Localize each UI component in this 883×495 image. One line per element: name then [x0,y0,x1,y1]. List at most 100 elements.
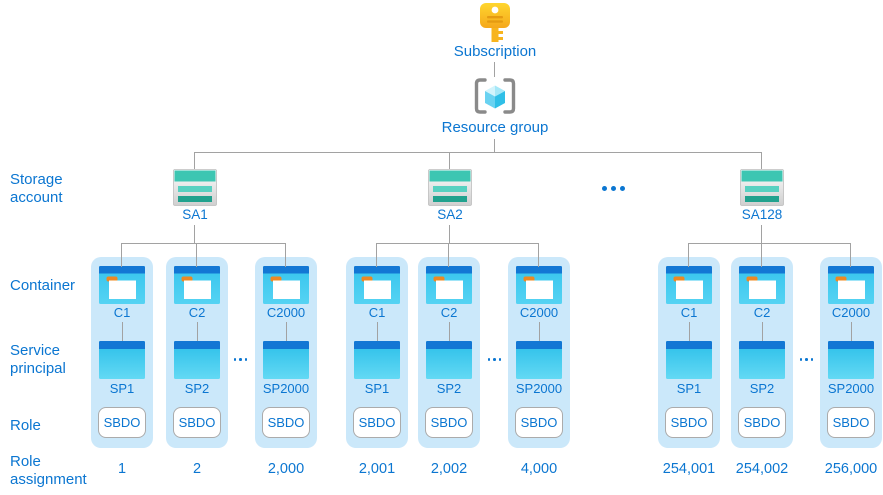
connector-line [285,322,287,341]
row-label-role-assignment: Role assignment [10,453,87,488]
connector-line [850,322,852,341]
connector-line [761,243,762,267]
connector-line [196,322,198,341]
connector-line [538,322,540,341]
app-window-icon [666,341,712,379]
role-badge: SBDO [261,407,311,438]
ellipsis-dots-icon [486,358,503,361]
ellipsis-dots-icon [232,358,249,361]
container-label: C2 [440,305,458,320]
blob-container-icon [354,266,400,304]
resource-group-label: Resource group [441,119,549,136]
service-principal-label: SP2000 [515,381,563,396]
app-window-icon [516,341,562,379]
app-window-icon [739,341,785,379]
app-window-icon [174,341,220,379]
connector-line [689,243,851,244]
connector-line [195,152,762,153]
app-window-icon [263,341,309,379]
service-principal-label: SP1 [364,381,390,396]
connector-line [449,225,450,243]
service-principal-label: SP2000 [827,381,875,396]
app-window-icon [426,341,472,379]
service-principal-label: SP1 [676,381,702,396]
container-label: C2000 [831,305,871,320]
storage-account-label: SA128 [741,207,783,222]
connector-line [538,243,539,267]
container-card: C2000 SP2000 SBDO [255,257,317,448]
role-badge: SBDO [424,407,474,438]
container-card: C2 SP2 SBDO [418,257,480,448]
connector-line [122,243,286,244]
blob-container-icon [174,266,220,304]
role-assignment-count: 1 [117,461,127,477]
service-principal-label: SP1 [109,381,135,396]
container-label: C1 [113,305,131,320]
container-card: C2 SP2 SBDO [166,257,228,448]
role-badge: SBDO [352,407,402,438]
storage-account-label: SA2 [437,207,463,222]
role-assignment-count: 4,000 [520,461,558,477]
connector-line [761,225,762,243]
blob-container-icon [99,266,145,304]
connector-line [761,152,762,169]
key-icon [480,3,510,42]
blob-container-icon [739,266,785,304]
connector-line [121,243,122,267]
connector-line [850,243,851,267]
connector-line [494,139,495,152]
container-label: C2000 [519,305,559,320]
app-window-icon [99,341,145,379]
connector-line [376,322,378,341]
role-assignment-count: 2,000 [267,461,305,477]
ellipsis-dots-icon [600,186,627,191]
role-assignment-count: 2,001 [358,461,396,477]
role-assignment-count: 254,001 [662,461,716,477]
connector-line [196,243,197,267]
connector-line [494,62,495,77]
row-label-service-principal: Service principal [10,342,66,377]
role-assignment-count: 2,002 [430,461,468,477]
app-window-icon [354,341,400,379]
connector-line [688,322,690,341]
container-label: C2 [188,305,206,320]
connector-line [377,243,539,244]
row-label-storage-account: Storage account [10,171,63,206]
blob-container-icon [426,266,472,304]
service-principal-label: SP2 [749,381,775,396]
container-label: C2 [753,305,771,320]
connector-line [194,225,195,243]
role-assignment-count: 256,000 [824,461,878,477]
blob-container-icon [516,266,562,304]
role-badge: SBDO [172,407,222,438]
role-assignment-count: 254,002 [735,461,789,477]
storage-account-icon [428,169,472,206]
role-assignment-count: 2 [192,461,202,477]
cube-in-brackets-icon [474,78,516,114]
storage-account-label: SA1 [182,207,208,222]
connector-line [194,152,195,169]
container-card: C2000 SP2000 SBDO [508,257,570,448]
ellipsis-dots-icon [798,358,815,361]
subscription-label: Subscription [453,43,537,60]
row-label-role: Role [10,417,41,434]
role-badge: SBDO [826,407,876,438]
connector-line [376,243,377,267]
service-principal-label: SP2 [184,381,210,396]
container-label: C2000 [266,305,306,320]
role-badge: SBDO [97,407,147,438]
role-badge: SBDO [737,407,787,438]
app-window-icon [828,341,874,379]
container-card: C1 SP1 SBDO [658,257,720,448]
connector-line [449,152,450,169]
connector-line [448,243,449,267]
blob-container-icon [263,266,309,304]
connector-line [448,322,450,341]
service-principal-label: SP2 [436,381,462,396]
container-card: C2000 SP2000 SBDO [820,257,882,448]
container-card: C1 SP1 SBDO [91,257,153,448]
storage-account-icon [740,169,784,206]
service-principal-label: SP2000 [262,381,310,396]
container-label: C1 [368,305,386,320]
